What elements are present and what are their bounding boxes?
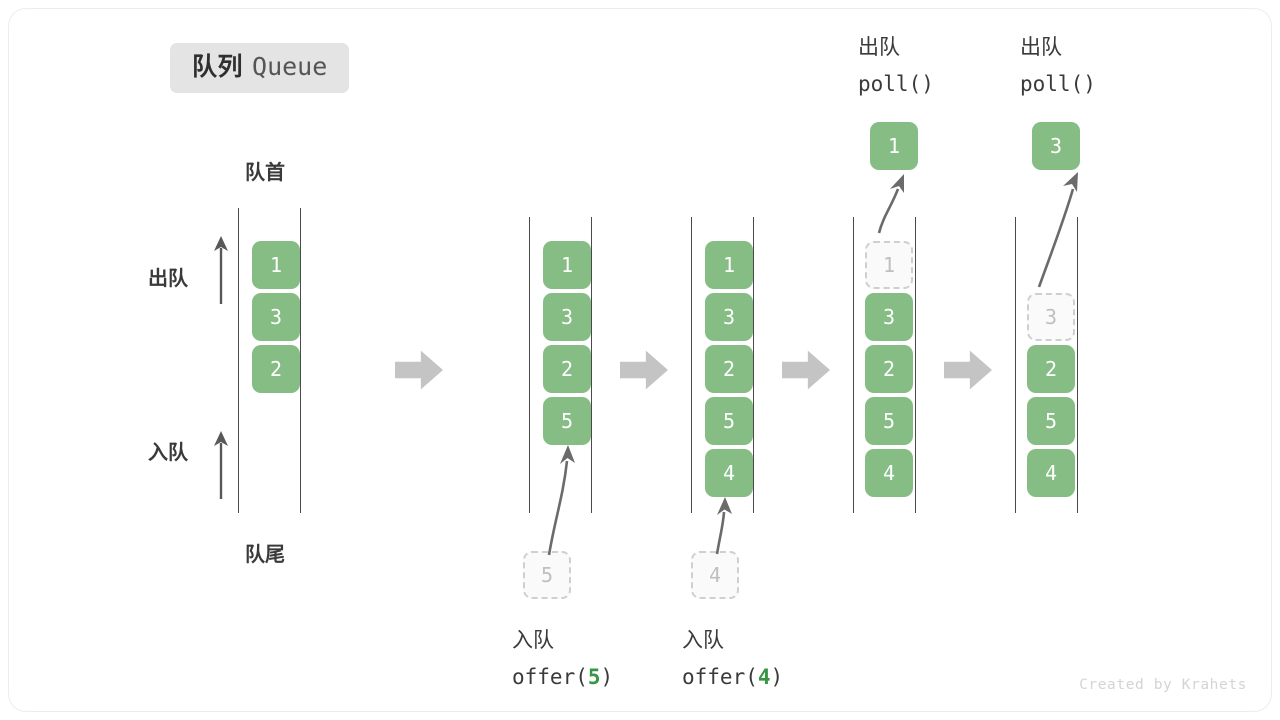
title-chinese: 队列 xyxy=(192,53,244,81)
transition-arrow-icon xyxy=(782,350,830,390)
stage-caption-code: offer(4) xyxy=(682,664,783,690)
incoming-element-ghost: 5 xyxy=(523,551,571,599)
queue-element: 2 xyxy=(865,345,913,393)
code-prefix: offer( xyxy=(512,665,588,689)
queue-element: 2 xyxy=(252,345,300,393)
queue-rail-right xyxy=(300,208,301,513)
enqueue-motion-arrow-icon xyxy=(547,445,575,556)
queue-element: 5 xyxy=(1027,397,1075,445)
queue-element: 2 xyxy=(705,345,753,393)
stage-caption-code: poll() xyxy=(1020,72,1096,96)
queue-rail-left xyxy=(691,217,692,513)
diagram-card: 队列 Queue 队首 队尾 出队 入队 1 3 2 1 3 2 5 5 入队 o… xyxy=(8,8,1272,712)
queue-rail-right xyxy=(753,217,754,513)
watermark-credit: Created by Krahets xyxy=(1079,677,1247,693)
queue-element: 2 xyxy=(1027,345,1075,393)
removed-element-ghost: 3 xyxy=(1027,293,1075,341)
queue-rail-left xyxy=(529,217,530,513)
queue-element: 3 xyxy=(252,293,300,341)
queue-element: 4 xyxy=(1027,449,1075,497)
queue-element: 5 xyxy=(543,397,591,445)
queue-element: 3 xyxy=(705,293,753,341)
queue-element: 3 xyxy=(865,293,913,341)
queue-rail-right xyxy=(591,217,592,513)
queue-rail-right xyxy=(1077,217,1078,513)
queue-rail-left xyxy=(853,217,854,513)
dequeue-direction-label: 出队 xyxy=(148,268,188,290)
transition-arrow-icon xyxy=(395,350,443,390)
stage-caption-cn: 出队 xyxy=(1020,36,1062,59)
queue-element: 1 xyxy=(252,241,300,289)
queue-rail-left xyxy=(1015,217,1016,513)
dequeue-motion-arrow-icon xyxy=(877,174,904,234)
code-argument: 4 xyxy=(757,665,771,689)
enqueue-motion-arrow-icon xyxy=(715,497,732,555)
queue-element: 5 xyxy=(705,397,753,445)
enqueue-direction-arrow-icon xyxy=(214,431,228,499)
queue-rail-right xyxy=(915,217,916,513)
stage-caption-code: offer(5) xyxy=(512,664,613,690)
incoming-element-ghost: 4 xyxy=(691,551,739,599)
queue-element: 2 xyxy=(543,345,591,393)
queue-element: 1 xyxy=(705,241,753,289)
title-english: Queue xyxy=(252,52,328,81)
queue-element: 4 xyxy=(705,449,753,497)
queue-element: 4 xyxy=(865,449,913,497)
code-suffix: ) xyxy=(600,665,614,689)
transition-arrow-icon xyxy=(944,350,992,390)
dequeue-direction-arrow-icon xyxy=(214,236,228,304)
stage-caption-code: poll() xyxy=(858,72,934,96)
code-argument: 5 xyxy=(587,665,601,689)
code-prefix: offer( xyxy=(682,665,758,689)
stage-caption-cn: 入队 xyxy=(682,629,724,652)
dequeue-motion-arrow-icon xyxy=(1037,172,1078,288)
enqueue-direction-label: 入队 xyxy=(148,442,188,464)
diagram-title-badge: 队列 Queue xyxy=(170,43,350,93)
popped-element: 1 xyxy=(870,122,918,170)
front-label: 队首 xyxy=(245,162,285,184)
queue-rail-left xyxy=(238,208,239,513)
transition-arrow-icon xyxy=(620,350,668,390)
popped-element: 3 xyxy=(1032,122,1080,170)
rear-label: 队尾 xyxy=(245,544,285,566)
queue-element: 1 xyxy=(543,241,591,289)
diagram-stage: 队列 Queue 队首 队尾 出队 入队 1 3 2 1 3 2 5 5 入队 o… xyxy=(9,9,1271,711)
stage-caption-cn: 入队 xyxy=(512,629,554,652)
code-suffix: ) xyxy=(770,665,784,689)
removed-element-ghost: 1 xyxy=(865,241,913,289)
queue-element: 5 xyxy=(865,397,913,445)
stage-caption-cn: 出队 xyxy=(858,36,900,59)
queue-element: 3 xyxy=(543,293,591,341)
